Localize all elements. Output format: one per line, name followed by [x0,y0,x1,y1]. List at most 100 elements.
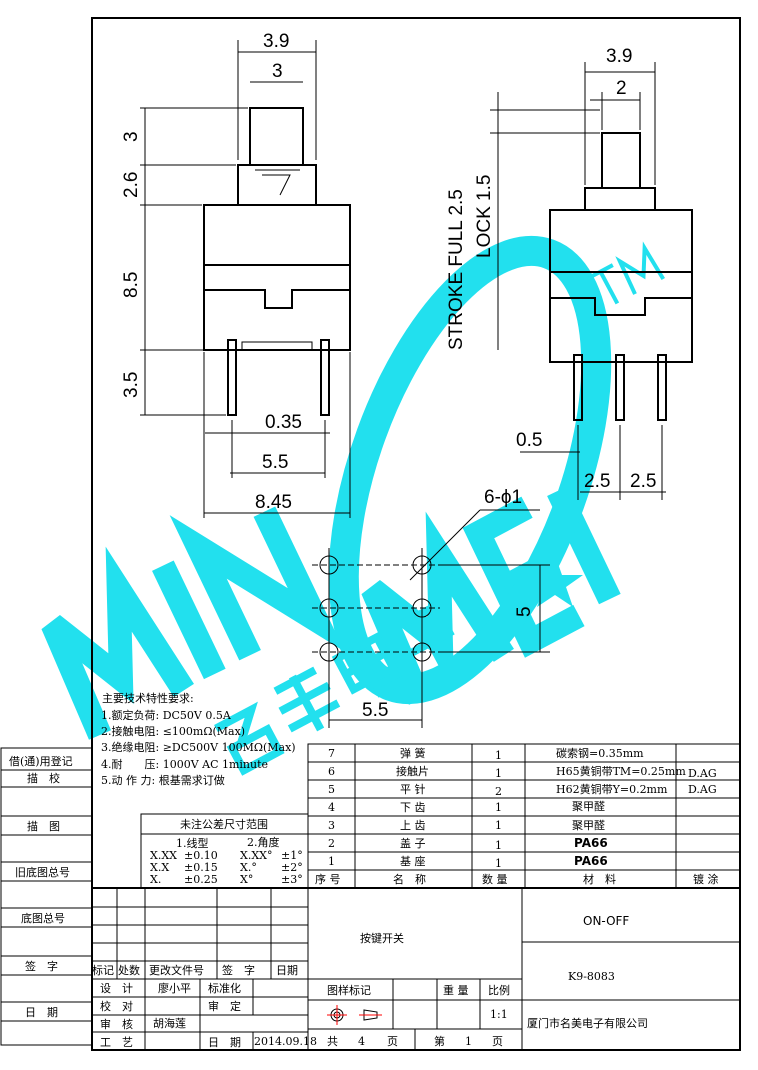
tolerance-cell: X.XX° [240,849,273,862]
note-item: 5.动 作 力: 根基需求订做 [101,773,225,787]
process-label: 工 艺 [100,1036,133,1049]
notes-title: 主要技术特性要求: [102,691,194,705]
tolerance-cell: ±0.25 [184,873,218,886]
svg-text:7: 7 [328,747,335,760]
tolerance-table: 未注公差尺寸范围 1.线型 2.角度 X.XX±0.10 X.X±0.15 X.… [140,813,309,889]
dim-pin-width: 0.5 [516,430,542,451]
dim-right-plunger-width: 2 [616,78,627,99]
dim-pin-length: 3.5 [121,372,142,398]
dim-pitch-1: 2.5 [584,471,610,492]
svg-text:6: 6 [328,765,335,778]
revision-header: 日期 [276,964,298,977]
note-item: 2.接触电阻: ≤100mΩ(Max) [101,724,245,738]
svg-text:材 料: 材 料 [583,872,616,886]
dim-row-span: 5 [514,606,535,617]
review-label: 审 核 [100,1017,133,1031]
tolerance-cell: X.° [240,861,257,874]
total-pages-label: 共 [327,1035,338,1048]
svg-text:3: 3 [328,819,335,832]
company-name: 厦门市名美电子有限公司 [527,1016,648,1030]
side-label: 描 图 [27,819,60,833]
title-block: 标记 处数 更改文件号 签 字 日期 设 计 廖小平 标准化 校 对 审 定 审… [92,887,740,1051]
projection-symbol-icon [327,1005,382,1025]
tolerance-linear-title: 1.线型 [176,836,209,850]
page-number: 1 [465,1035,472,1048]
side-label: 签 字 [25,959,58,973]
svg-text:基 座: 基 座 [400,854,426,868]
tolerance-cell: X. [150,873,161,886]
side-label: 描 校 [27,771,60,785]
weight-label: 重 量 [443,983,469,997]
reviewer-name: 胡海莲 [153,1016,186,1030]
tolerance-title: 未注公差尺寸范围 [180,817,268,831]
technical-notes: 主要技术特性要求: 1.额定负荷: DC50V 0.5A 2.接触电阻: ≤10… [101,691,296,787]
watermark-star-icon [527,555,583,607]
dim-cap-height: 2.6 [121,172,142,198]
svg-text:序 号: 序 号 [315,872,341,886]
revision-header: 处数 [118,964,140,977]
revision-header: 更改文件号 [149,963,204,977]
revision-header: 标记 [92,963,114,977]
svg-text:聚甲醛: 聚甲醛 [572,818,605,832]
dim-plunger-height: 3 [121,131,142,142]
scale-label: 比例 [488,983,510,997]
side-label: 旧底图总号 [15,865,70,879]
date-label: 日 期 [208,1036,241,1049]
drawing-mark-label: 图样标记 [327,983,371,997]
standardization-label: 标准化 [208,981,241,995]
total-pages: 4 [358,1035,365,1048]
svg-text:镀 涂: 镀 涂 [693,872,719,886]
dim-col-span: 5.5 [362,700,388,721]
side-label: 日 期 [25,1006,58,1019]
svg-text:1: 1 [495,839,502,852]
svg-text:4: 4 [328,801,335,814]
approve-label: 审 定 [208,999,241,1013]
product-name: 按键开关 [360,931,404,945]
page-label: 第 [434,1034,445,1048]
tolerance-cell: ±0.10 [184,849,218,862]
svg-text:1: 1 [495,749,502,762]
dim-stroke: STROKE FULL 2.5 [446,189,467,350]
dim-pin-thickness: 0.35 [265,412,302,433]
revision-header: 签 字 [222,963,255,977]
check-label: 校 对 [100,999,133,1013]
svg-text:2: 2 [495,785,502,798]
svg-text:1: 1 [495,767,502,780]
watermark-ring [328,235,612,705]
svg-text:接触片: 接触片 [396,764,429,778]
tolerance-angle-title: 2.角度 [247,835,280,849]
design-label: 设 计 [100,982,133,995]
note-item: 1.额定负荷: DC50V 0.5A [101,708,232,722]
dim-holes: 6-ϕ1 [484,487,522,508]
tolerance-cell: X.XX [150,849,177,862]
side-label: 借(通)用登记 [9,754,73,768]
dim-plunger-width: 3 [272,61,283,82]
note-item: 4.耐 压: 1000V AC 1minute [101,758,268,771]
watermark-brand-left [41,506,345,740]
svg-text:1: 1 [328,855,335,868]
tolerance-cell: ±1° [281,849,303,862]
tolerance-cell: ±3° [281,873,303,886]
watermark-chinese-mark [214,598,455,776]
product-type: ON-OFF [583,914,629,928]
designer-name: 廖小平 [158,981,191,995]
scale-value: 1:1 [490,1008,508,1021]
svg-text:平 针: 平 针 [400,782,426,796]
page-suffix: 页 [492,1035,503,1048]
svg-text:盖 子: 盖 子 [400,836,426,850]
pcb-hole-layout: 6-ϕ1 5 5.5 [312,487,550,728]
svg-text:PA66: PA66 [574,854,608,868]
svg-text:上 齿: 上 齿 [400,819,426,832]
svg-text:5: 5 [328,783,335,796]
note-item: 3.绝缘电阻: ≥DC500V 100MΩ(Max) [101,740,296,754]
svg-text:数 量: 数 量 [482,873,508,886]
tolerance-cell: X° [240,873,253,886]
side-column-frame [0,747,93,1046]
